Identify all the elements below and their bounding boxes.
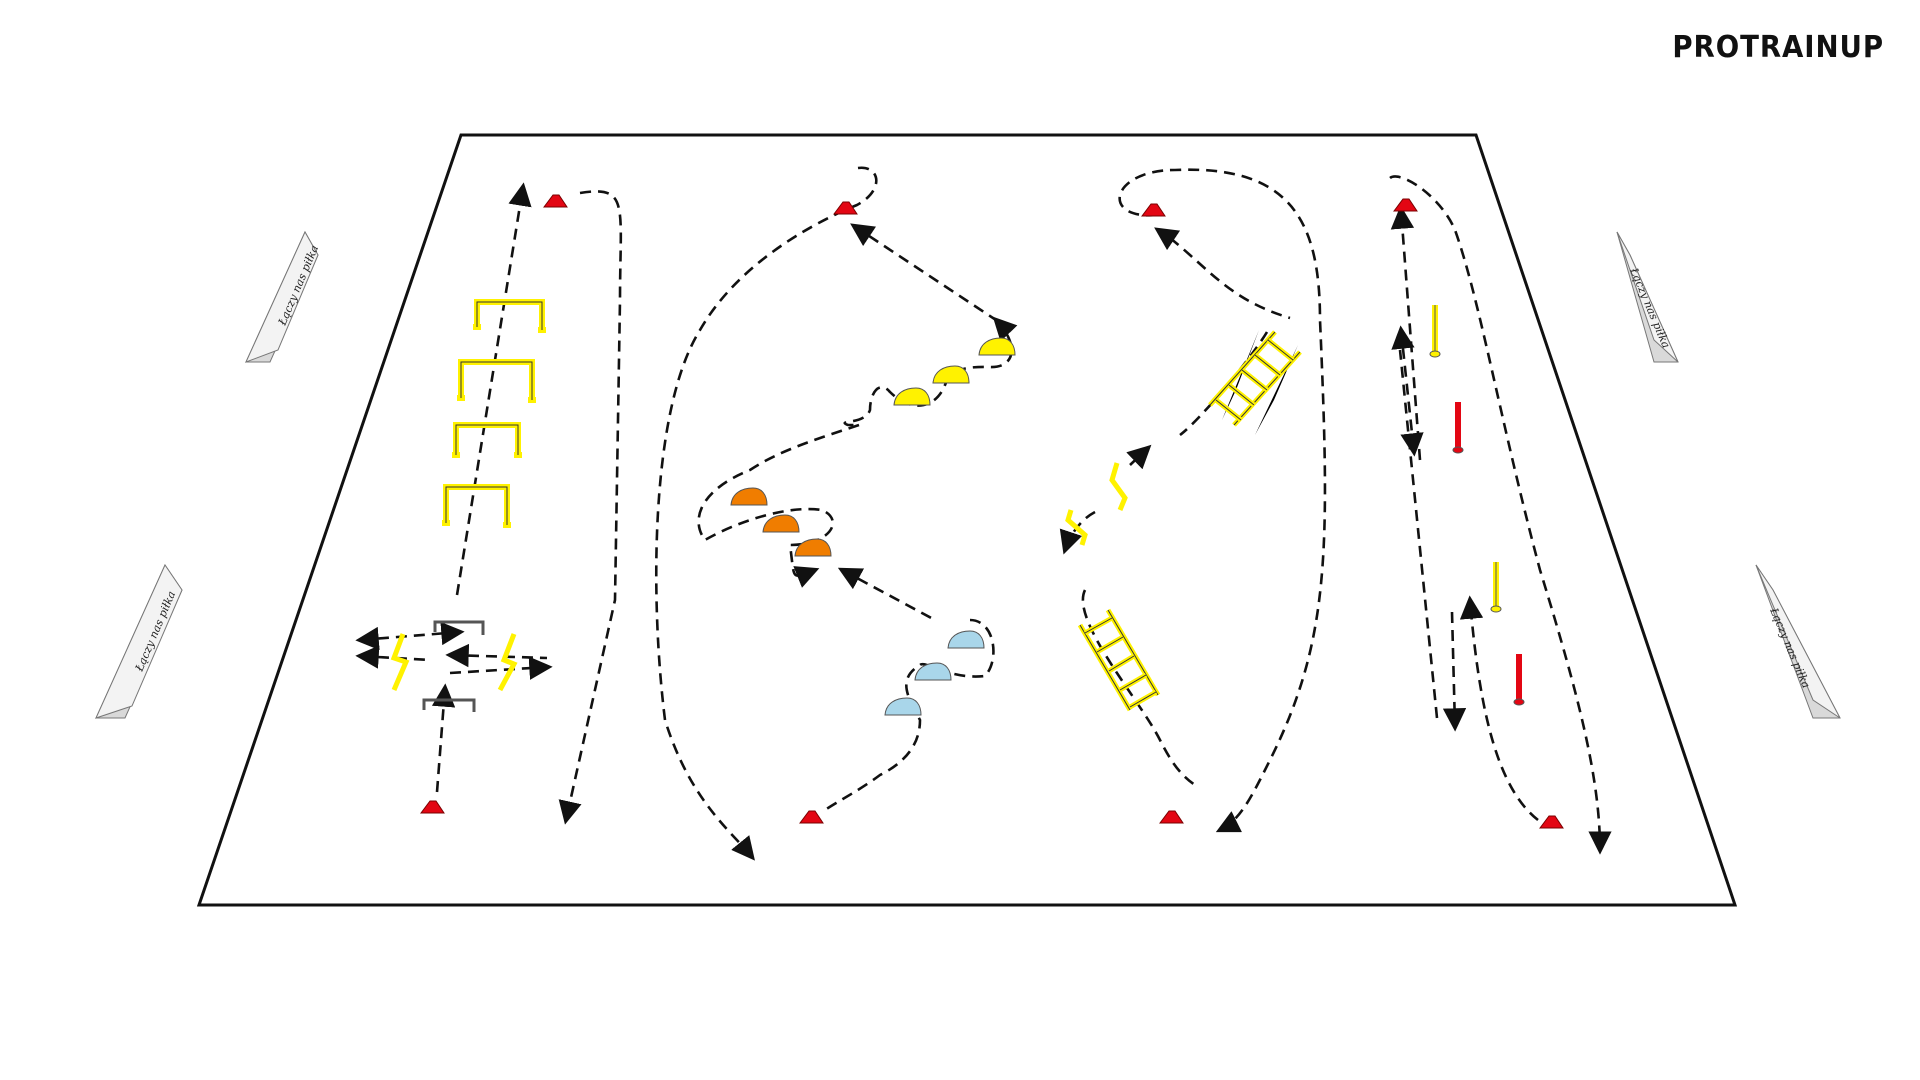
banner-board-left-top: Łączy nas piłka [245,230,321,363]
cone-blue [884,697,922,716]
pole-yellow [1429,305,1441,358]
hurdle-white [422,698,476,712]
hurdle-white [433,620,485,635]
agility-ladder [1077,608,1161,712]
agility-hurdle-yellow [390,633,410,691]
banner-board-left-bottom: Łączy nas piłka [95,563,183,719]
banner-board-right-top: Łączy nas piłka [1616,231,1679,363]
mini-hurdle-yellow [1065,509,1088,546]
station-1-hurdles [355,182,623,825]
cone-orange [794,538,832,557]
banner-board-right-bottom: Łączy nas piłka [1755,564,1841,719]
cone-blue [914,662,952,681]
agility-hurdle-yellow [497,633,518,692]
pole-red [1513,654,1525,706]
mini-hurdle-yellow [1109,462,1128,511]
cone-red [1141,203,1166,217]
cone-yellow [893,387,931,406]
station-3-ladders [1059,168,1327,833]
cone-yellow [978,337,1016,356]
cone-red [543,194,568,208]
cone-red [1539,815,1564,829]
cone-red [799,810,824,824]
cone-blue [947,630,985,649]
pole-yellow [1490,562,1502,613]
station-2-slalom [654,166,1018,861]
cone-red [833,201,858,215]
cone-yellow [932,365,970,384]
banner-text: Łączy nas piłka [1767,605,1813,690]
cone-orange [762,514,800,533]
brand-logo: PROTRAINUP [1672,30,1884,65]
cone-red [1159,810,1184,824]
pitch-outline [196,133,1738,907]
station-4-poles [1389,175,1612,855]
cone-orange [730,487,768,506]
agility-ladder [1208,330,1302,435]
pole-red [1452,402,1464,454]
cone-red [1393,198,1418,212]
cone-red [420,800,445,814]
